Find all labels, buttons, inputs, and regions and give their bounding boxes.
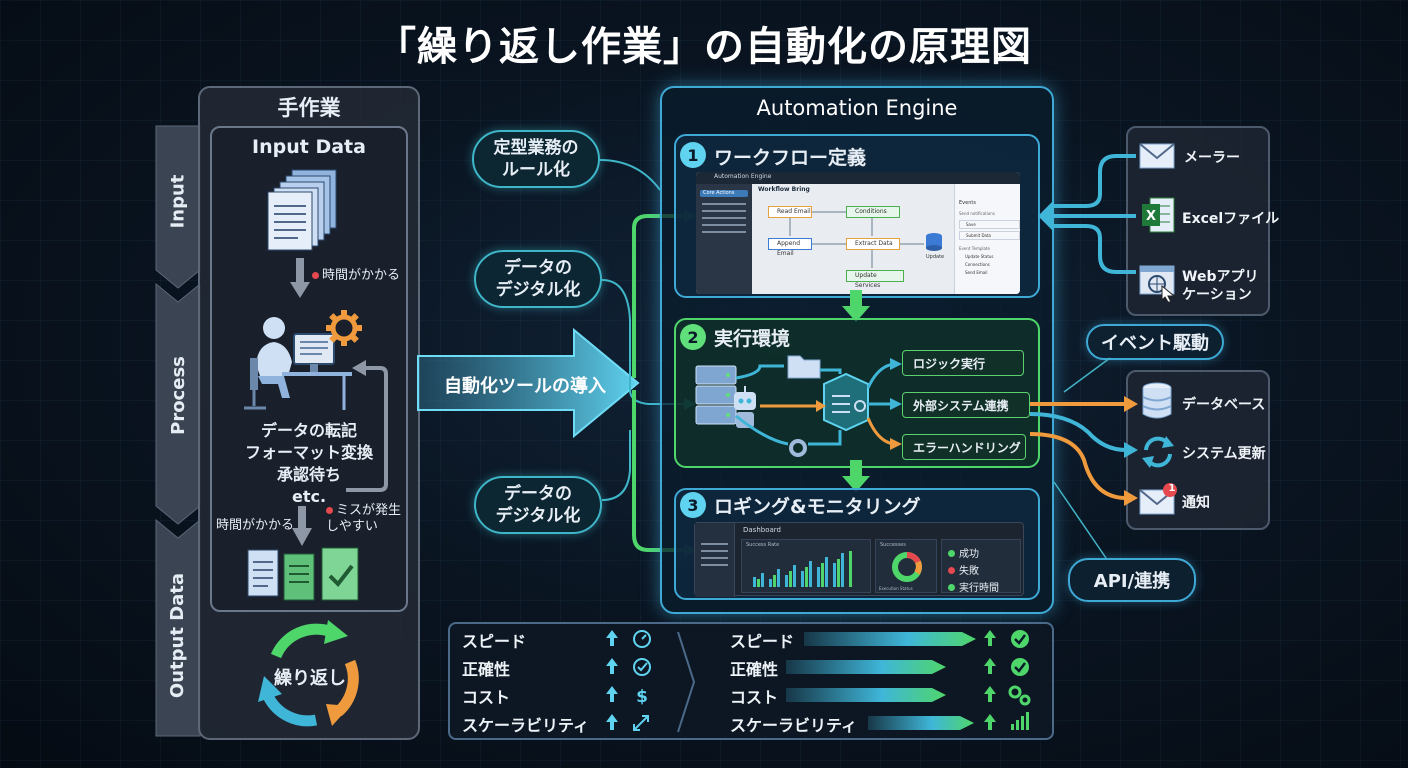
web-app-icon [1139,265,1176,302]
warning-dot-icon [312,272,319,279]
svg-text:X: X [1146,209,1156,224]
database-icon [1142,382,1172,419]
rules-bubble: 定型業務の ルール化 [472,130,600,188]
improvement-bar-speed [804,632,976,646]
stage-2-number: 2 [680,324,706,350]
repeat-cycle-icon [258,620,359,727]
manual-title: 手作業 [277,96,341,120]
workflow-editor-mockup: Automation Engine Core Actions Workflow … [696,172,1020,294]
down-arrow-2-icon [292,506,312,546]
tool-intro-arrow [417,327,640,439]
improvement-bar-accuracy [786,660,946,674]
api-pill-connector [1053,481,1107,559]
before-indicator-icons: $ [606,630,696,733]
svg-text:$: $ [636,687,648,707]
stage-3-title: ロギング&モニタリング [714,496,921,518]
stage-2-to-3-arrow [842,460,870,492]
time-note-2: 時間がかかる [216,518,295,533]
after-indicator-icons [984,630,1031,730]
output-documents-icon [247,547,359,601]
mock-right-panel: Events Send notifications Save Submit Da… [954,184,1020,294]
side-label-process: Process [167,355,189,435]
donut-chart-icon [892,551,922,582]
worker-at-desk-icon [244,310,362,410]
api-integration-pill: API/連携 [1068,558,1196,602]
mock-titlebar: Automation Engine [696,172,1020,184]
mail-icon [1139,143,1175,169]
digitize-bubble-1: データの デジタル化 [474,250,602,308]
tool-intro-label: 自動化ツールの導入 [444,376,606,397]
time-note-1: 時間がかかる [312,264,400,283]
stage-1-to-2-arrow [842,290,870,322]
notification-mail-icon [1139,483,1177,515]
before-column: スピード 正確性 コスト スケーラビリティ [462,632,590,735]
error-note: ミスが発生 しやすい [326,503,402,534]
loop-back-arrow-icon [346,360,388,492]
stage-sidebar [155,125,201,737]
bar-chart-icon [753,551,852,587]
source-excel: Excelファイル [1182,211,1280,227]
side-label-input: Input [167,174,189,228]
source-input-arrows [1038,154,1136,274]
source-mailer: メーラー [1184,150,1240,166]
external-system-box: 外部システム連携 [902,392,1030,418]
status-legend: 成功 失敗 実行時間 [941,539,1021,594]
digitize-bubble-2: データの デジタル化 [474,476,602,534]
execution-flow-graphic [695,355,902,457]
repeat-label: 繰り返し [274,668,346,689]
stage-1-title: ワークフロー定義 [714,147,867,169]
sync-icon [1142,436,1174,468]
improvement-bar-cost [786,688,946,702]
event-pill-connector [1063,357,1111,393]
target-system-update: システム更新 [1182,446,1266,462]
notify-badge: 1 [1168,483,1176,494]
down-arrow-icon [290,258,310,298]
output-target-arrows [1029,396,1138,506]
mock-sidebar: Core Actions [696,184,752,294]
improvement-bar-scalability [868,716,974,730]
error-dot-icon [326,507,333,514]
side-label-output: Output Data [167,572,189,698]
excel-icon: X [1142,197,1175,233]
stage-2-title: 実行環境 [714,328,791,350]
document-stack-icon [267,169,337,251]
after-column: スピード 正確性 コスト スケーラビリティ [730,632,858,735]
error-handling-box: エラーハンドリング [902,434,1026,460]
dashboard-mockup: Dashboard Success Rate Successes Executi… [694,522,1024,597]
engine-title: Automation Engine [756,96,958,120]
event-driven-pill: イベント駆動 [1086,324,1224,360]
target-notification: 通知 [1182,495,1210,511]
manual-task-list: データの転記 フォーマット変換 承認待ち etc. [244,421,373,506]
stage-1-number: 1 [680,142,706,168]
stage-3-number: 3 [680,492,706,518]
input-data-title: Input Data [252,136,366,158]
page-title: 「繰り返し作業」の自動化の原理図 [376,24,1032,70]
logic-execution-box: ロジック実行 [902,350,1024,376]
target-database: データベース [1182,397,1266,413]
source-web-app: Webアプリ ケーション [1182,269,1259,303]
